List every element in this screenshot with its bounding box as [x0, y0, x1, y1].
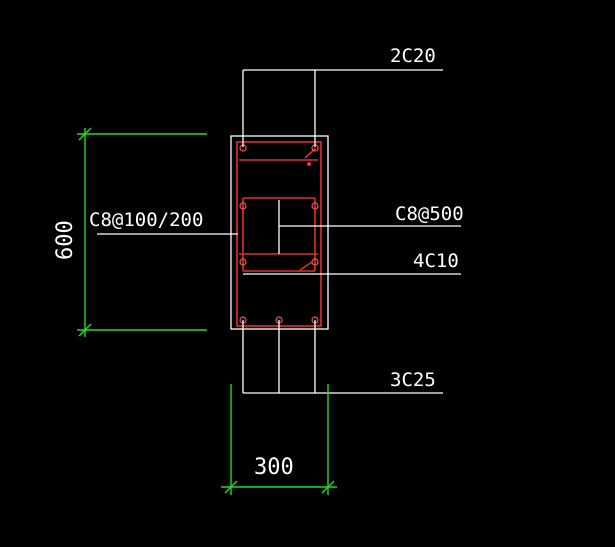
leader-tie: [278, 200, 461, 254]
leader-bottom-bars: [242, 320, 443, 394]
leader-top-bars: [242, 69, 443, 147]
dimension-height-text: 600: [53, 220, 78, 260]
label-top-bars: 2C20: [390, 45, 436, 67]
label-tie-bar: C8@500: [395, 203, 464, 225]
label-stirrup: C8@100/200: [89, 209, 203, 231]
stirrup-hook-1: [304, 147, 317, 159]
dimension-height: [77, 127, 207, 337]
dimension-width: [221, 384, 337, 495]
rebar-dots: [239, 144, 319, 324]
stirrup-hook-2: [299, 261, 313, 271]
label-bottom-bars: 3C25: [390, 369, 436, 391]
dimension-width-text: 300: [254, 455, 294, 480]
label-side-bars: 4C10: [413, 250, 459, 272]
